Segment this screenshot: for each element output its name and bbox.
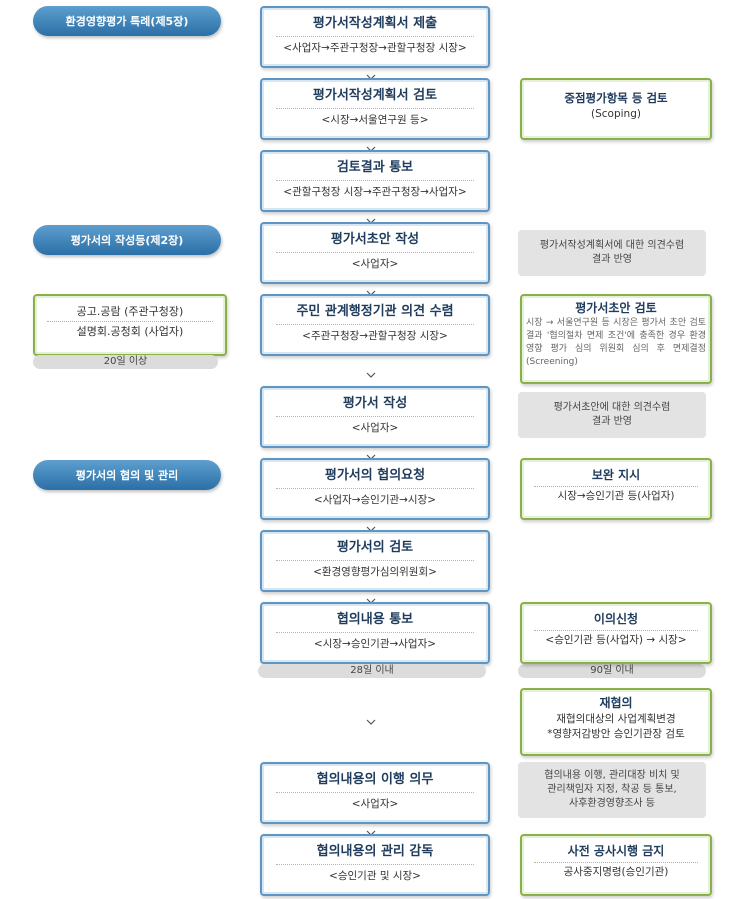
section-preparation: 평가서의 작성등(제2장)	[33, 225, 221, 255]
reconsult-sub1: 재협의대상의 사업계획변경	[556, 713, 676, 725]
chevron-down-icon	[366, 282, 376, 296]
step-consultation-notice: 협의내용 통보 <시장→승인기관→사업자>	[260, 602, 490, 664]
reconsult-title: 재협의	[599, 696, 633, 710]
screening-sub: 시장 → 서울연구원 등 시장은 평가서 초안 검토 결과 '협의절차 면제 조…	[526, 318, 706, 367]
step-title: 평가서작성계획서 제출	[312, 16, 438, 31]
step-sub: <사업자>	[351, 258, 399, 270]
time-bar-28days: 28일 이내	[258, 664, 486, 678]
chevron-down-icon	[366, 590, 376, 604]
step-review-notice: 검토결과 통보 <관할구청장 시장→주관구청장→사업자>	[260, 150, 490, 212]
section-label: 환경영향평가 특례(제5장)	[65, 15, 189, 28]
chevron-down-icon	[366, 711, 376, 725]
supplement-title: 보완 지시	[591, 468, 641, 482]
chevron-down-icon	[366, 138, 376, 152]
section-consultation: 평가서의 협의 및 관리	[33, 460, 221, 490]
supplement-box: 보완 지시 시장→승인기관 등(사업자)	[520, 458, 712, 520]
step-opinion-collection: 주민 관계행정기관 의견 수렴 <주관구청장→관할구청장 시장>	[260, 294, 490, 356]
step-draft-writing: 평가서초안 작성 <사업자>	[260, 222, 490, 284]
objection-box: 이의신청 <승인기관 등(사업자) → 시장>	[520, 602, 712, 664]
step-title: 평가서작성계획서 검토	[312, 88, 438, 103]
step-sub: <주관구청장→관할구청장 시장>	[302, 330, 448, 342]
reconsult-sub2: *영향저감방안 승인기관장 검토	[547, 728, 685, 740]
step-sub: <사업자>	[351, 798, 399, 810]
step-assessment-review: 평가서의 검토 <환경영향평가심의위원회>	[260, 530, 490, 592]
step-management-supervision: 협의내용의 관리 감독 <승인기관 및 시장>	[260, 834, 490, 896]
step-title: 평가서의 협의요청	[324, 468, 426, 483]
note-implementation: 협의내용 이행, 관리대장 비치 및 관리책임자 지정, 착공 등 통보, 사후…	[518, 762, 706, 818]
screening-title: 평가서초안 검토	[575, 301, 657, 315]
note-line: 결과 반영	[592, 416, 632, 427]
prohibit-sub: 공사중지명령(승인기관)	[563, 866, 669, 878]
step-assessment-writing: 평가서 작성 <사업자>	[260, 386, 490, 448]
note-plan-opinion: 평가서작성계획서에 대한 의견수렴 결과 반영	[518, 230, 706, 276]
step-implementation-duty: 협의내용의 이행 의무 <사업자>	[260, 762, 490, 824]
note-line: 협의내용 이행, 관리대장 비치 및	[544, 770, 680, 781]
step-title: 평가서 작성	[342, 396, 408, 411]
screening-box: 평가서초안 검토 시장 → 서울연구원 등 시장은 평가서 초안 검토 결과 '…	[520, 294, 712, 384]
chevron-down-icon	[366, 822, 376, 836]
objection-sub: <승인기관 등(사업자) → 시장>	[545, 634, 687, 646]
step-sub: <시장→서울연구원 등>	[321, 114, 429, 126]
step-sub: <사업자→승인기관→시장>	[313, 494, 437, 506]
reconsult-box: 재협의 재협의대상의 사업계획변경 *영향저감방안 승인기관장 검토	[520, 688, 712, 756]
step-plan-review: 평가서작성계획서 검토 <시장→서울연구원 등>	[260, 78, 490, 140]
step-title: 협의내용의 이행 의무	[316, 772, 434, 787]
step-title: 평가서초안 작성	[330, 232, 420, 247]
step-sub: <승인기관 및 시장>	[329, 870, 421, 882]
step-sub: <환경영향평가심의위원회>	[313, 566, 437, 578]
note-line: 결과 반영	[592, 254, 632, 265]
public-notice-box: 공고.공람 (주관구청장) 설명회.공청회 (사업자)	[33, 294, 227, 356]
public-hearing-line: 설명회.공청회 (사업자)	[76, 325, 184, 338]
scoping-box: 중점평가항목 등 검토 (Scoping)	[520, 78, 712, 140]
step-title: 협의내용 통보	[336, 612, 414, 627]
step-title: 평가서의 검토	[336, 540, 414, 555]
supplement-sub: 시장→승인기관 등(사업자)	[557, 490, 675, 502]
step-title: 주민 관계행정기관 의견 수렴	[296, 304, 454, 319]
note-line: 사후환경영향조사 등	[569, 798, 655, 809]
step-sub: <사업자→주관구청장→관할구청장 시장>	[283, 42, 467, 54]
chevron-down-icon	[366, 210, 376, 224]
objection-title: 이의신청	[593, 612, 639, 626]
step-plan-submission: 평가서작성계획서 제출 <사업자→주관구청장→관할구청장 시장>	[260, 6, 490, 68]
note-line: 관리책임자 지정, 착공 등 통보,	[547, 784, 677, 795]
note-line: 평가서작성계획서에 대한 의견수렴	[539, 240, 685, 251]
step-sub: <시장→승인기관→사업자>	[313, 638, 437, 650]
section-special-cases: 환경영향평가 특례(제5장)	[33, 6, 221, 36]
scoping-title: 중점평가항목 등 검토	[564, 91, 668, 105]
chevron-down-icon	[366, 66, 376, 80]
section-label: 평가서의 협의 및 관리	[75, 469, 179, 482]
prohibit-box: 사전 공사시행 금지 공사중지명령(승인기관)	[520, 834, 712, 896]
chevron-down-icon	[366, 518, 376, 532]
step-title: 협의내용의 관리 감독	[316, 844, 434, 859]
step-sub: <관할구청장 시장→주관구청장→사업자>	[283, 186, 467, 198]
chevron-down-icon	[366, 446, 376, 460]
time-bar-20days: 20일 이상	[33, 355, 218, 369]
time-bar-90days: 90일 이내	[518, 664, 706, 678]
step-title: 검토결과 통보	[336, 160, 414, 175]
note-draft-opinion: 평가서초안에 대한 의견수렴 결과 반영	[518, 392, 706, 438]
section-label: 평가서의 작성등(제2장)	[70, 234, 184, 247]
step-sub: <사업자>	[351, 422, 399, 434]
scoping-sub: (Scoping)	[591, 108, 641, 120]
note-line: 평가서초안에 대한 의견수렴	[553, 402, 671, 413]
prohibit-title: 사전 공사시행 금지	[567, 844, 665, 858]
public-notice-line: 공고.공람 (주관구청장)	[76, 305, 184, 318]
chevron-down-icon	[366, 364, 376, 378]
step-consultation-request: 평가서의 협의요청 <사업자→승인기관→시장>	[260, 458, 490, 520]
